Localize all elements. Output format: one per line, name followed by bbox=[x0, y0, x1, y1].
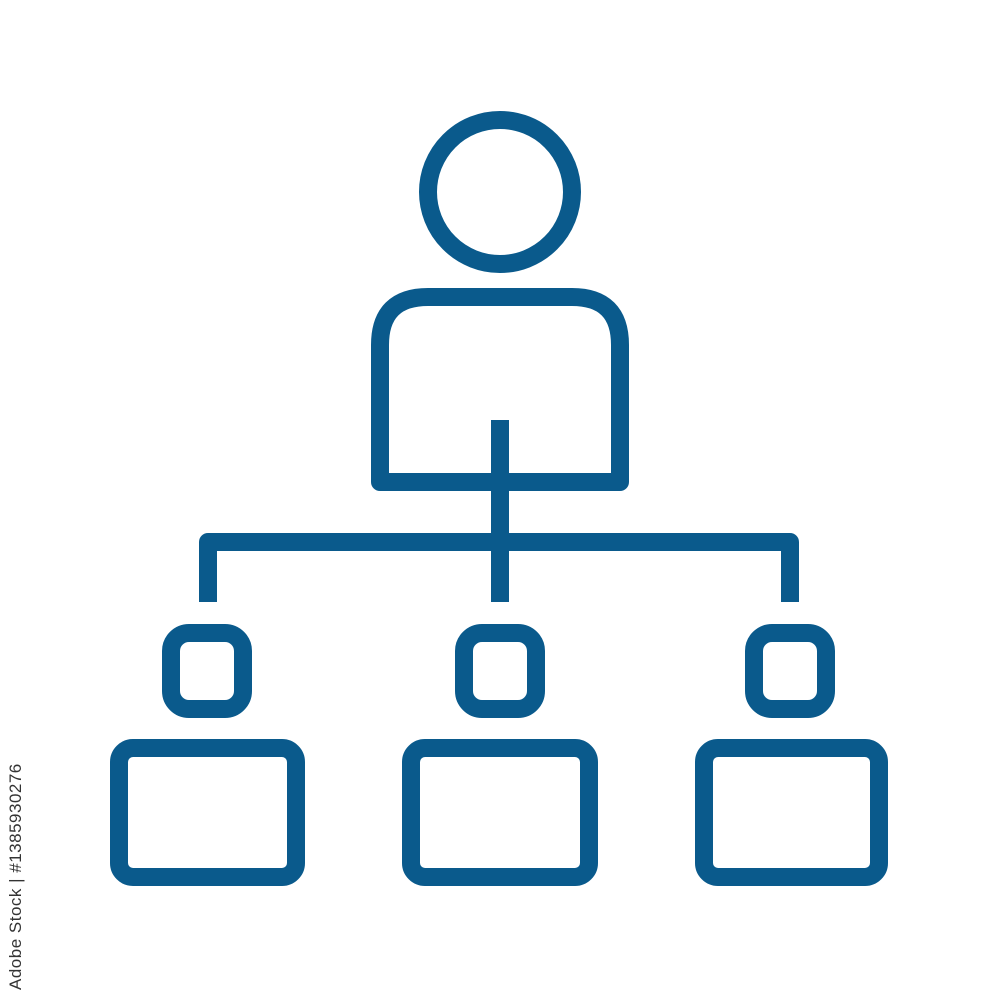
member-center-head bbox=[455, 624, 545, 718]
member-left-body bbox=[110, 739, 305, 886]
member-node-left bbox=[110, 624, 305, 886]
manager-body bbox=[371, 288, 629, 491]
member-node-right bbox=[695, 624, 888, 886]
manager-head bbox=[419, 111, 581, 273]
manager-node bbox=[371, 111, 629, 491]
connector-crossbar bbox=[199, 533, 799, 602]
member-node-center bbox=[402, 624, 598, 886]
member-right-body bbox=[695, 739, 888, 886]
member-right-head bbox=[745, 624, 835, 718]
watermark-text: Adobe Stock | #1385930276 bbox=[6, 763, 25, 990]
member-center-body bbox=[402, 739, 598, 886]
member-left-head bbox=[162, 624, 252, 718]
connector-lines bbox=[199, 420, 799, 602]
